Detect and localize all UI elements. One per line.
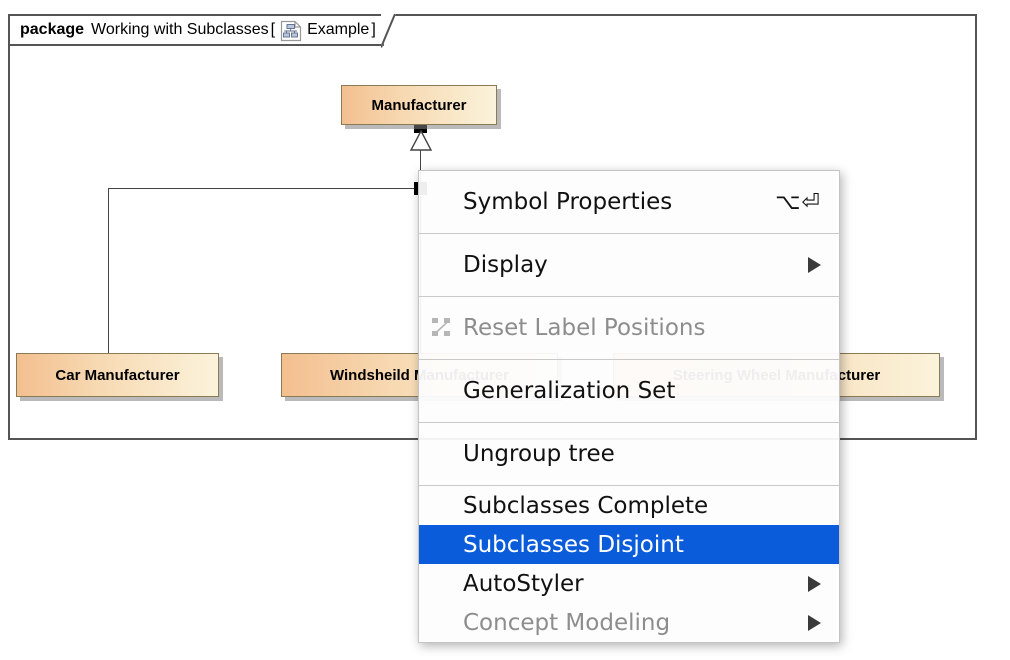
menu-item-ungroup-tree[interactable]: Ungroup tree xyxy=(419,423,839,485)
menu-item-autostyler[interactable]: AutoStyler xyxy=(419,564,839,603)
diagram-label: Example xyxy=(307,21,370,38)
class-label: Car Manufacturer xyxy=(55,366,180,384)
connector-down-car xyxy=(108,188,109,354)
connector-manufacturer-down xyxy=(420,148,421,188)
menu-item-label: Display xyxy=(463,252,548,278)
menu-separator xyxy=(419,233,839,234)
diagram-page-icon xyxy=(280,20,302,42)
menu-item-generalization-set[interactable]: Generalization Set xyxy=(419,360,839,422)
connector-horizontal-bar xyxy=(108,188,420,189)
menu-item-label: Concept Modeling xyxy=(463,609,671,636)
menu-separator xyxy=(419,359,839,360)
package-keyword: package xyxy=(20,21,85,38)
menu-item-label: Ungroup tree xyxy=(463,441,615,467)
submenu-arrow-icon xyxy=(808,575,821,592)
menu-item-label: AutoStyler xyxy=(463,570,584,597)
class-box-manufacturer[interactable]: Manufacturer xyxy=(341,85,497,125)
submenu-arrow-icon xyxy=(808,257,821,273)
menu-item-label: Generalization Set xyxy=(463,378,676,404)
menu-item-label: Symbol Properties xyxy=(463,189,673,215)
menu-item-label: Subclasses Disjoint xyxy=(463,531,684,558)
submenu-arrow-icon xyxy=(808,614,821,631)
menu-item-symbol-properties[interactable]: Symbol Properties ⌥⏎ xyxy=(419,171,839,233)
class-label: Manufacturer xyxy=(371,96,467,114)
menu-item-reset-label-positions: Reset Label Positions xyxy=(419,297,839,359)
package-header-tab: package Working with Subclasses [ Exampl… xyxy=(8,14,396,49)
menu-item-display[interactable]: Display xyxy=(419,234,839,296)
reset-label-positions-icon xyxy=(431,317,453,339)
menu-item-concept-modeling: Concept Modeling xyxy=(419,603,839,642)
menu-item-subclasses-disjoint[interactable]: Subclasses Disjoint xyxy=(419,525,839,564)
menu-separator xyxy=(419,296,839,297)
bracket-close: ] xyxy=(371,21,376,38)
class-box-car-manufacturer[interactable]: Car Manufacturer xyxy=(16,353,219,397)
menu-separator xyxy=(419,422,839,423)
bracket-open: [ xyxy=(270,21,276,38)
menu-item-label: Reset Label Positions xyxy=(463,315,706,341)
package-name: Working with Subclasses xyxy=(91,21,269,38)
package-tab-corner xyxy=(380,14,396,49)
generalization-arrow-icon xyxy=(409,130,433,151)
menu-item-label: Subclasses Complete xyxy=(463,492,709,519)
menu-item-subclasses-complete[interactable]: Subclasses Complete xyxy=(419,486,839,525)
menu-separator xyxy=(419,485,839,486)
menu-item-shortcut: ⌥⏎ xyxy=(775,189,821,215)
